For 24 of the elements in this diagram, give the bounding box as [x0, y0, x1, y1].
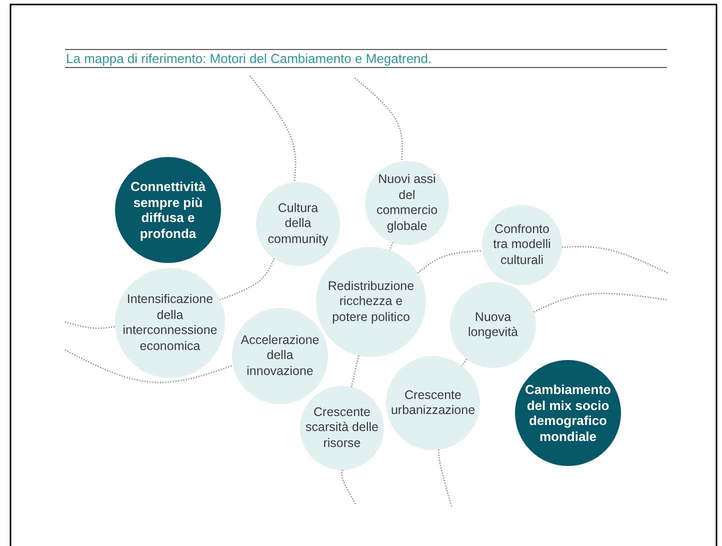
- circle-label: Connettività sempre più diffusa e profonda: [129, 179, 207, 241]
- dotted-connector: [438, 450, 453, 508]
- circle-label: Cambiamento del mix socio demografico mondiale: [524, 382, 612, 444]
- dotted-connector: [220, 258, 275, 300]
- dotted-connector: [250, 76, 296, 182]
- circle-label: Crescente scarsità delle risorse: [304, 404, 380, 452]
- dotted-connector: [64, 321, 116, 329]
- circle-label: Cultura della community: [266, 200, 330, 248]
- dotted-connector: [341, 470, 357, 506]
- circle-label: Intensificazione della interconnessione economica: [122, 292, 218, 354]
- dotted-connector: [534, 292, 668, 312]
- circle-label: Redistribuzione ricchezza e potere politico: [326, 278, 416, 326]
- circle-label: Crescente urbanizzazione: [390, 388, 476, 418]
- dotted-connector: [562, 246, 668, 274]
- circle-label: Confronto tra modelli culturali: [492, 222, 552, 268]
- dotted-connector: [417, 250, 482, 274]
- circle-label: Nuova longevità: [466, 310, 520, 340]
- circle-label: Accelerazione della innovazione: [240, 332, 320, 380]
- dotted-connector: [354, 78, 403, 162]
- circle-label: Nuovi assi del commercio globale: [375, 172, 439, 234]
- dotted-connector: [461, 358, 468, 366]
- title: La mappa di riferimento: Motori del Cambiamento e Megatrend.: [66, 51, 432, 66]
- dotted-connector: [64, 349, 234, 384]
- dotted-connector: [350, 355, 360, 388]
